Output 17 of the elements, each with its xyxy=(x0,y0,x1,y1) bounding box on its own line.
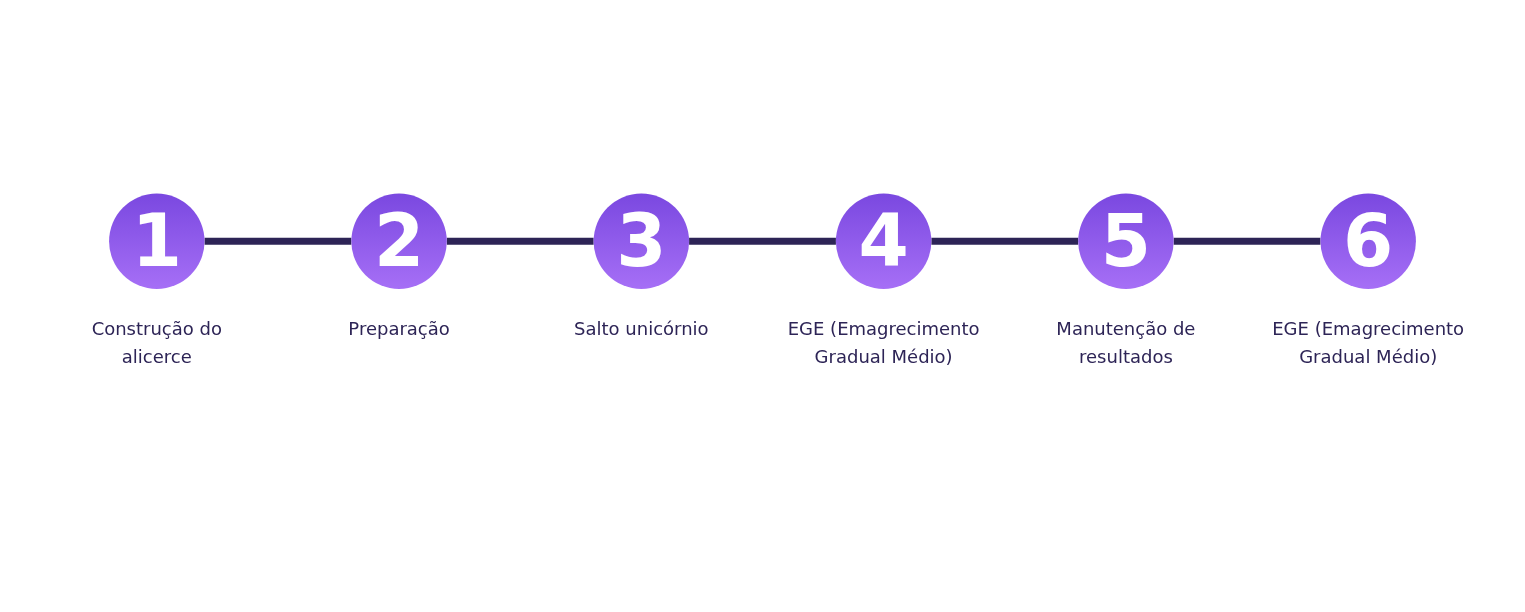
numbered-circle: 2 xyxy=(351,193,447,289)
connector-line xyxy=(446,237,594,245)
step-caption: EGE (Emagrecimento Gradual Médio) xyxy=(786,317,981,370)
step-caption: Manutenção de resultados xyxy=(1055,317,1197,370)
numbered-circle: 1 xyxy=(109,193,205,289)
connector-line xyxy=(931,237,1079,245)
step-caption: EGE (Emagrecimento Gradual Médio) xyxy=(1271,317,1466,370)
connector-line xyxy=(689,237,836,245)
step-caption: Preparação xyxy=(347,317,451,342)
step-caption: Construção do alicerce xyxy=(90,317,223,370)
numbered-circle: 5 xyxy=(1078,193,1174,289)
connector-line xyxy=(1173,237,1321,245)
numbered-circle: 4 xyxy=(835,193,932,289)
numbered-circle: 6 xyxy=(1320,193,1416,289)
connector-line xyxy=(204,237,352,245)
step-caption: Salto unicórnio xyxy=(573,317,710,342)
numbered-circle: 3 xyxy=(593,193,690,289)
